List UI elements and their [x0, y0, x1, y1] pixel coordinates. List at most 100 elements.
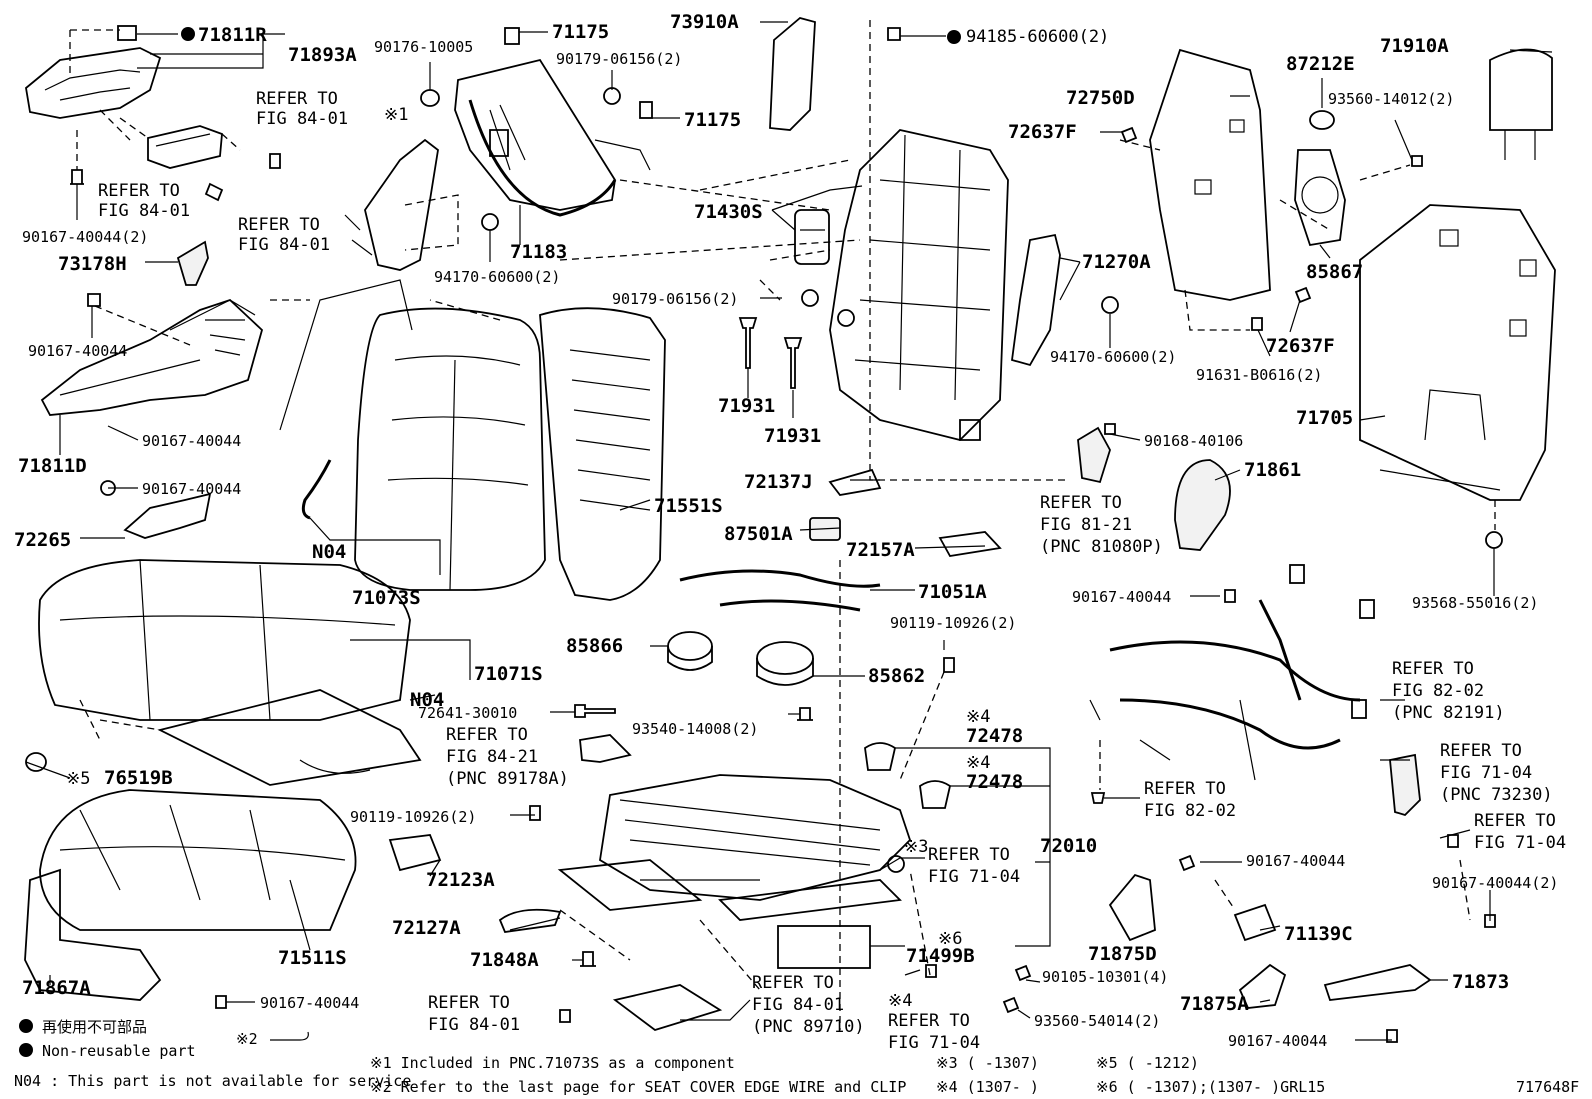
- legend-reuse-jp: 再使用不可部品: [42, 1018, 147, 1036]
- part-81080p-bracket: [1077, 426, 1111, 484]
- label-71811d: 71811D: [18, 455, 87, 477]
- refer-11-line1: REFER TO: [428, 993, 510, 1013]
- label-71073s: 71073S: [352, 587, 421, 609]
- label-72637f-a: 72637F: [1008, 121, 1077, 143]
- label-72127a: 72127A: [392, 917, 461, 939]
- refer-2-line1: REFER TO: [98, 181, 180, 201]
- part-72478-a: [864, 742, 897, 771]
- part-shapes: [24, 17, 1556, 1043]
- part-labels: 71811R 71893A 90176-10005 71175 73910A 9…: [14, 11, 1558, 1050]
- part-71705-back-panel: [1359, 204, 1556, 549]
- refer-5-line1: REFER TO: [1392, 659, 1474, 679]
- reference-marks: ※1 ※3 ※4 ※4 ※4 ※5 ※6: [66, 105, 990, 1011]
- label-72157a: 72157A: [846, 539, 915, 561]
- part-94170-grommet-a: [481, 213, 499, 231]
- refer-9-line1: REFER TO: [1474, 811, 1556, 831]
- label-72010: 72010: [1040, 835, 1097, 857]
- legend-x2-clip-icon: [270, 1031, 309, 1041]
- label-94170-60600-a: 94170-60600(2): [434, 268, 560, 286]
- part-71910a-headrest: [1489, 48, 1553, 160]
- non-reusable-dot-94185: [947, 30, 961, 44]
- mark-x6: ※6: [938, 929, 962, 949]
- part-71071s-seat-cover: [38, 559, 422, 786]
- refer-7-line1: REFER TO: [1440, 741, 1522, 761]
- label-71139c: 71139C: [1284, 923, 1353, 945]
- label-90167-40044-c: 90167-40044: [142, 480, 241, 498]
- refer-3-line2: FIG 84-01: [238, 235, 330, 255]
- label-71511s: 71511S: [278, 947, 347, 969]
- label-71931-a: 71931: [718, 395, 775, 417]
- leader-lines: [25, 21, 1553, 1041]
- part-71873: [1323, 964, 1432, 1001]
- refer-1-line1: REFER TO: [256, 89, 338, 109]
- footnote-1: ※1 Included in PNC.71073S as a component: [370, 1054, 735, 1072]
- label-72641-30010: 72641-30010: [418, 704, 517, 722]
- label-n04-a: N04: [312, 541, 346, 563]
- part-71848a-bolt: [580, 951, 596, 967]
- label-71910a: 71910A: [1380, 35, 1449, 57]
- part-seat-track-72010: [557, 774, 912, 991]
- label-93540-14008: 93540-14008(2): [632, 720, 758, 738]
- part-71051a-wire: [679, 569, 881, 612]
- label-94170-60600-b: 94170-60600(2): [1050, 348, 1176, 366]
- label-85867: 85867: [1306, 261, 1363, 283]
- label-71430s: 71430S: [694, 201, 763, 223]
- refer-8-line1: REFER TO: [1144, 779, 1226, 799]
- label-90119-10926-b: 90119-10926(2): [350, 808, 476, 826]
- label-72478-a: 72478: [966, 725, 1023, 747]
- label-93568-55016: 93568-55016(2): [1412, 594, 1538, 612]
- part-72641-bolt: [574, 704, 616, 718]
- label-73178h: 73178H: [58, 253, 127, 275]
- misc-screws: [215, 27, 1496, 1043]
- part-71499b: [777, 925, 871, 969]
- label-n04-b: N04: [410, 689, 444, 711]
- label-90105-10301: 90105-10301(4): [1042, 968, 1168, 986]
- footnote-2: ※2 Refer to the last page for SEAT COVER…: [370, 1078, 906, 1096]
- label-72478-b: 72478: [966, 771, 1023, 793]
- label-93560-14012: 93560-14012(2): [1328, 90, 1454, 108]
- label-71175-b: 71175: [684, 109, 741, 131]
- part-94170-grommet-b: [1101, 296, 1119, 314]
- part-71875a: [1238, 963, 1287, 1009]
- refer-12-line1: REFER TO: [752, 973, 834, 993]
- part-71931-pins: [738, 317, 803, 389]
- part-71270a-strip: [1011, 233, 1061, 367]
- label-87501a: 87501A: [724, 523, 793, 545]
- label-90179-06156-a: 90179-06156(2): [556, 50, 682, 68]
- part-side-shield-x1: [344, 138, 459, 271]
- label-72123a: 72123A: [426, 869, 495, 891]
- refer-9-line2: FIG 71-04: [1474, 833, 1566, 853]
- part-bolts-left: [70, 130, 281, 202]
- refer-13-line1: REFER TO: [888, 1011, 970, 1031]
- label-90179-06156-b: 90179-06156(2): [612, 290, 738, 308]
- figure-code: 717648F: [1516, 1078, 1579, 1096]
- part-85867-plate: [1294, 110, 1423, 247]
- part-72637f-clip-b: [1294, 286, 1312, 304]
- label-90167-40044-f: 90167-40044: [260, 994, 359, 1012]
- label-71861: 71861: [1244, 459, 1301, 481]
- label-71931-b: 71931: [764, 425, 821, 447]
- part-72750d-board: [1149, 48, 1271, 331]
- label-90168-40106: 90168-40106: [1144, 432, 1243, 450]
- refer-5-line3: (PNC 82191): [1392, 703, 1505, 723]
- label-71875a: 71875A: [1180, 993, 1249, 1015]
- part-93540-screw: [797, 707, 813, 721]
- footnote-3: ※3 ( -1307): [936, 1054, 1039, 1072]
- refer-4-line1: REFER TO: [1040, 493, 1122, 513]
- legend-x2-mark: ※2: [236, 1030, 258, 1048]
- part-71511s-seat-pad: [39, 789, 357, 931]
- label-71875d: 71875D: [1088, 943, 1157, 965]
- part-71551s-back-pad: [539, 307, 666, 601]
- label-85866: 85866: [566, 635, 623, 657]
- legend-n04: N04 : This part is not available for ser…: [14, 1072, 411, 1090]
- mark-x1: ※1: [384, 105, 408, 125]
- refer-6-line1: REFER TO: [446, 725, 528, 745]
- label-71270a: 71270A: [1082, 251, 1151, 273]
- refer-7-line2: FIG 71-04: [1440, 763, 1532, 783]
- footnotes: ※1 Included in PNC.71073S as a component…: [370, 1054, 1579, 1096]
- part-71875d: [1108, 873, 1156, 942]
- label-71183: 71183: [510, 241, 567, 263]
- part-90176-grommet: [420, 89, 440, 107]
- label-90119-10926-a: 90119-10926(2): [890, 614, 1016, 632]
- label-71051a: 71051A: [918, 581, 987, 603]
